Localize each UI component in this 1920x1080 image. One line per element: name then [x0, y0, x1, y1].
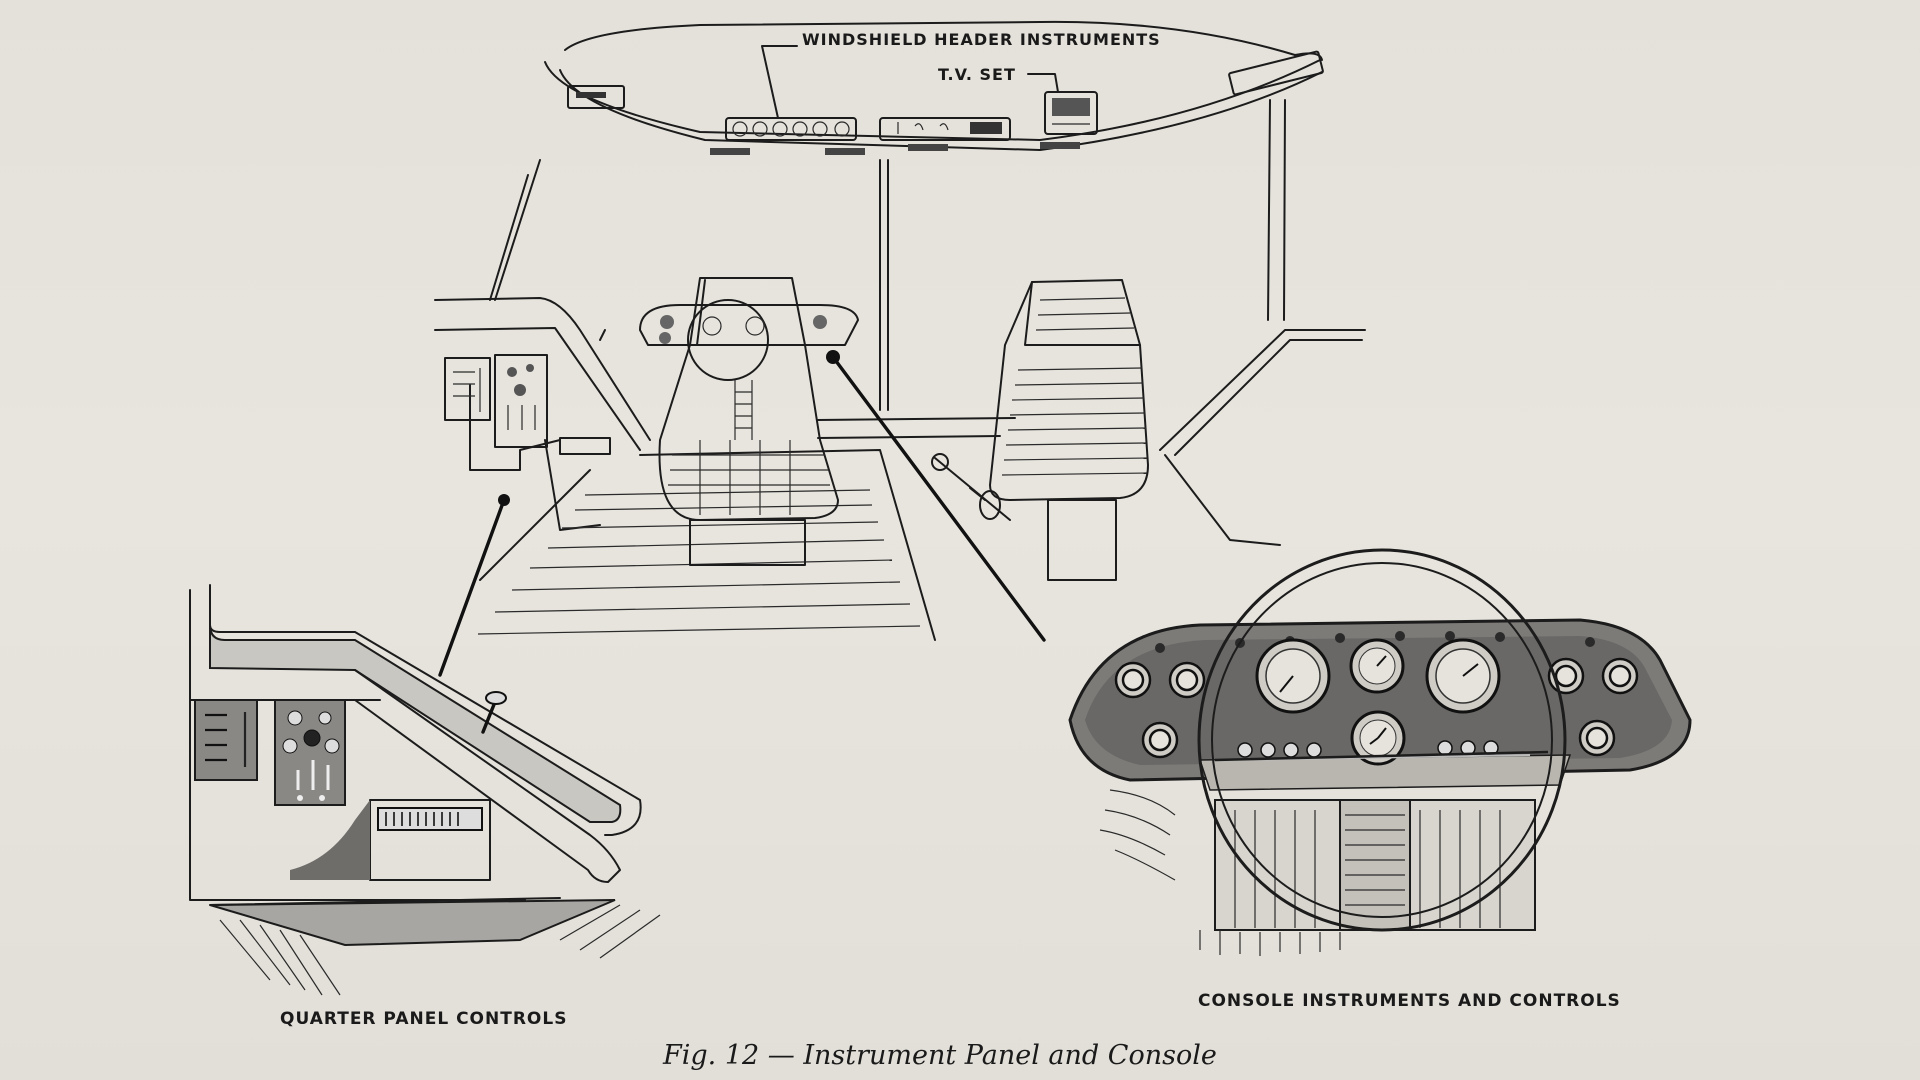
cab-floor [477, 449, 936, 641]
passenger-seat [931, 279, 1149, 581]
tv-set [1044, 91, 1098, 135]
windshield-header [544, 20, 1324, 155]
clock-gauge [1350, 710, 1406, 766]
center-gauge [1349, 638, 1405, 694]
leader-tv-set [1027, 73, 1059, 93]
label-quarter-panel: QUARTER PANEL CONTROLS [280, 1009, 568, 1029]
cab-frame [434, 99, 1366, 546]
label-tv-set: T.V. SET [938, 65, 1016, 84]
speedometer-gauge [1255, 638, 1331, 714]
label-console: CONSOLE INSTRUMENTS AND CONTROLS [1198, 991, 1621, 1011]
quarter-panel-inset [189, 584, 661, 996]
label-windshield-header: WINDSHIELD HEADER INSTRUMENTS [802, 30, 1161, 49]
console-inset [1068, 548, 1692, 956]
figure-caption: Fig. 12 — Instrument Panel and Console [663, 1040, 1217, 1071]
wall-control-panels [444, 354, 611, 455]
leader-console [831, 355, 1046, 642]
leader-header-instruments [761, 45, 798, 119]
leader-quarter-panel [438, 498, 506, 677]
tachometer-gauge [1425, 638, 1501, 714]
header-gauge-strip [725, 117, 857, 141]
driver-seat [639, 277, 859, 566]
